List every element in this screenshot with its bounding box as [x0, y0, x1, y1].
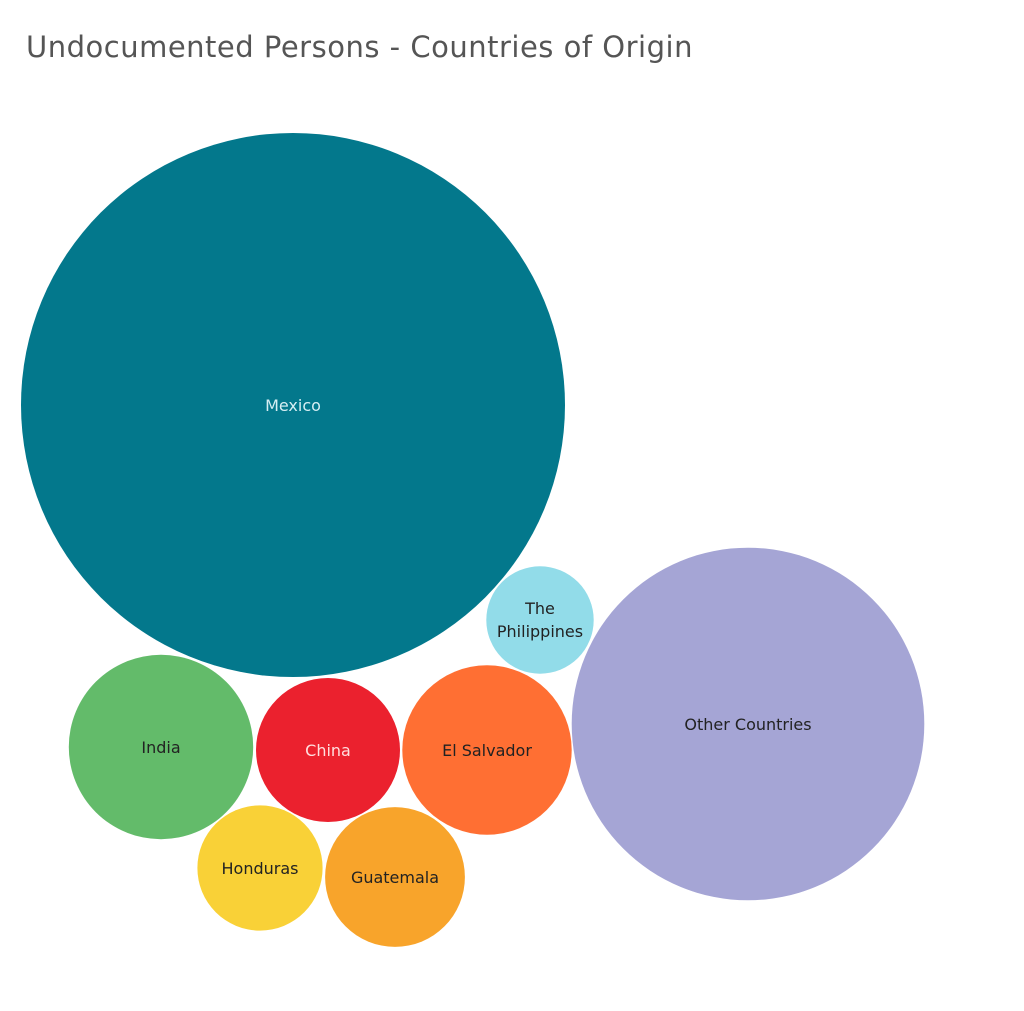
- bubble-label-mexico: Mexico: [265, 396, 321, 415]
- bubble-label-honduras: Honduras: [222, 859, 299, 878]
- chart-title: Undocumented Persons - Countries of Orig…: [26, 30, 693, 64]
- bubble-china[interactable]: [256, 678, 400, 822]
- bubble-label-other-countries: Other Countries: [684, 715, 811, 734]
- bubble-label-guatemala: Guatemala: [351, 868, 439, 887]
- bubble-label-india: India: [141, 738, 180, 757]
- bubble-india[interactable]: [68, 654, 254, 840]
- bubble-label-el-salvador: El Salvador: [442, 741, 532, 760]
- bubble-guatemala[interactable]: [325, 807, 465, 947]
- bubble-label-china: China: [305, 741, 351, 760]
- bubble-the-philippines[interactable]: [486, 566, 594, 674]
- bubble-other-countries[interactable]: [571, 547, 925, 901]
- bubble-honduras[interactable]: [197, 805, 323, 931]
- bubble-mexico[interactable]: [21, 133, 565, 677]
- bubble-el-salvador[interactable]: [402, 665, 572, 835]
